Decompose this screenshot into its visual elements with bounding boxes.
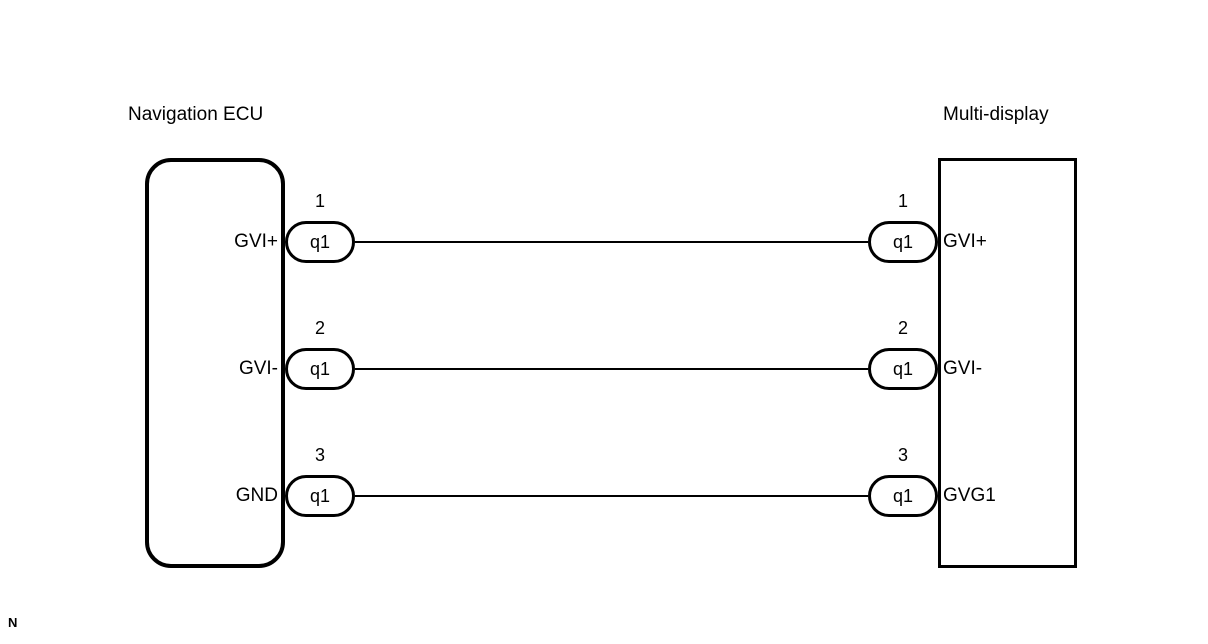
right-connector-2-label: q1 [892, 358, 914, 379]
left-connector-2-label: q1 [309, 358, 331, 379]
left-connector-1-label: q1 [309, 231, 331, 252]
right-component-box [938, 158, 1077, 568]
right-pin-number-1: 1 [897, 191, 908, 211]
wire-3 [355, 495, 868, 497]
right-connector-1-label: q1 [892, 231, 914, 252]
left-pin-label-3: GND [235, 485, 278, 506]
wire-2 [355, 368, 868, 370]
right-connector-3-label: q1 [892, 485, 914, 506]
left-connector-3: q1 [285, 475, 355, 517]
right-pin-label-1: GVI+ [943, 231, 987, 252]
left-component-title: Navigation ECU [128, 104, 264, 125]
right-pin-label-2: GVI- [943, 358, 983, 379]
left-connector-3-label: q1 [309, 485, 331, 506]
right-connector-2: q1 [868, 348, 938, 390]
left-pin-number-1: 1 [314, 191, 325, 211]
left-component-box [145, 158, 285, 568]
right-pin-label-3: GVG1 [943, 485, 996, 506]
left-pin-number-3: 3 [314, 445, 325, 465]
wire-1 [355, 241, 868, 243]
left-pin-label-2: GVI- [238, 358, 278, 379]
right-connector-1: q1 [868, 221, 938, 263]
left-connector-1: q1 [285, 221, 355, 263]
right-pin-number-2: 2 [897, 318, 908, 338]
right-pin-number-3: 3 [897, 445, 908, 465]
footnote-marker: N [8, 615, 18, 630]
left-connector-2: q1 [285, 348, 355, 390]
right-connector-3: q1 [868, 475, 938, 517]
left-pin-label-1: GVI+ [234, 231, 278, 252]
right-component-title: Multi-display [943, 104, 1049, 125]
left-pin-number-2: 2 [314, 318, 325, 338]
